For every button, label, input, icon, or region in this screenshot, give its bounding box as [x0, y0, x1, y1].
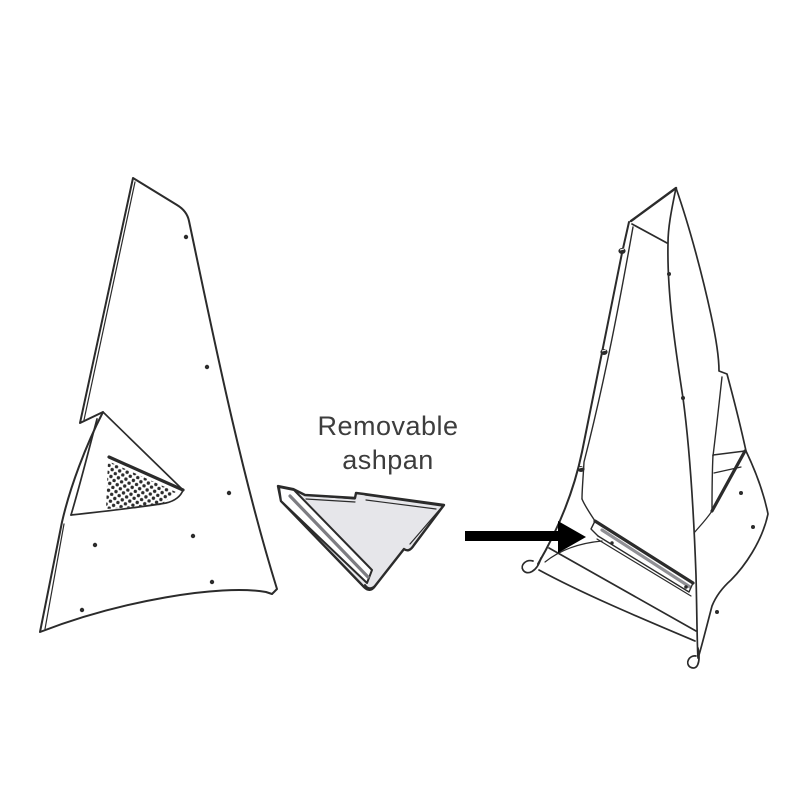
bolt-highlight	[578, 248, 625, 469]
slot-lower-line	[596, 538, 692, 597]
bolts	[577, 248, 626, 472]
vent-triangle-inner-line	[713, 466, 742, 474]
ashpan-slot	[581, 498, 695, 597]
slot-left-fold	[590, 520, 599, 537]
ashpan-corner-fold	[364, 584, 376, 590]
side-panel-drawing	[39, 177, 278, 633]
slot-bottom-edge	[597, 535, 694, 593]
bolt	[577, 466, 585, 472]
vent-cutout-left-edge	[70, 418, 98, 516]
rivet-hole	[79, 607, 85, 613]
ashpan-rail-stripe	[288, 494, 370, 579]
insertion-arrow-icon	[465, 521, 586, 553]
vent-triangle-grate-edge	[710, 449, 747, 513]
side-panel-edge-inner-line	[44, 181, 136, 630]
left-foot	[521, 557, 542, 574]
vent-triangle	[693, 449, 747, 534]
rivet-hole	[92, 542, 98, 548]
grate-edge	[107, 455, 185, 492]
slot-top-edge	[593, 519, 695, 585]
bottom-edge	[538, 569, 696, 642]
ashpan-back-lip-lines	[304, 494, 443, 545]
right-edge-lower	[698, 450, 769, 656]
rivet-hole	[751, 525, 755, 529]
right-edge-upper	[675, 187, 747, 452]
bottom-rail	[548, 547, 697, 632]
rivet-holes	[610, 272, 755, 614]
rivet-hole	[610, 541, 614, 545]
vent-cutout-top-edge	[102, 411, 184, 491]
front-joint-line	[667, 187, 699, 659]
back-edge-inner-line	[581, 226, 634, 500]
rivet-hole	[715, 610, 719, 614]
rivet-hole	[684, 585, 688, 589]
fold-line	[712, 376, 723, 457]
ashpan-label: Removable ashpan	[279, 409, 497, 477]
bolt	[618, 248, 626, 254]
back-edge	[537, 221, 630, 565]
ridge-line	[629, 186, 678, 223]
assembled-stand-drawing	[521, 186, 769, 669]
ashpan-drawing	[276, 484, 446, 591]
vent-triangle-left-edge	[711, 454, 714, 512]
rivet-holes	[79, 234, 232, 613]
rivet-hole	[183, 234, 189, 240]
right-foot	[686, 647, 700, 669]
vent-triangle-fold-curve	[693, 510, 713, 534]
slot-stripe	[600, 528, 692, 589]
rivet-hole	[667, 272, 671, 276]
vent-cutout	[70, 411, 185, 516]
ashpan-label-line2: ashpan	[342, 445, 434, 475]
vent-triangle-top-edge	[712, 450, 746, 456]
vent-cutout-bottom-edge	[70, 489, 184, 516]
rivet-hole	[226, 490, 232, 496]
peak-face-line	[631, 223, 668, 244]
bolt	[600, 349, 608, 355]
rivet-hole	[204, 364, 210, 370]
perforation-dots	[106, 461, 176, 509]
ashpan-label-line1: Removable	[317, 411, 459, 441]
rivet-hole	[681, 396, 685, 400]
rivet-hole	[739, 491, 743, 495]
ashpan-body	[276, 484, 446, 591]
rivet-hole	[190, 533, 196, 539]
side-panel-outline	[39, 177, 278, 633]
rivet-hole	[209, 579, 215, 585]
base-curve	[544, 540, 603, 563]
slot-approach-line	[581, 498, 596, 522]
